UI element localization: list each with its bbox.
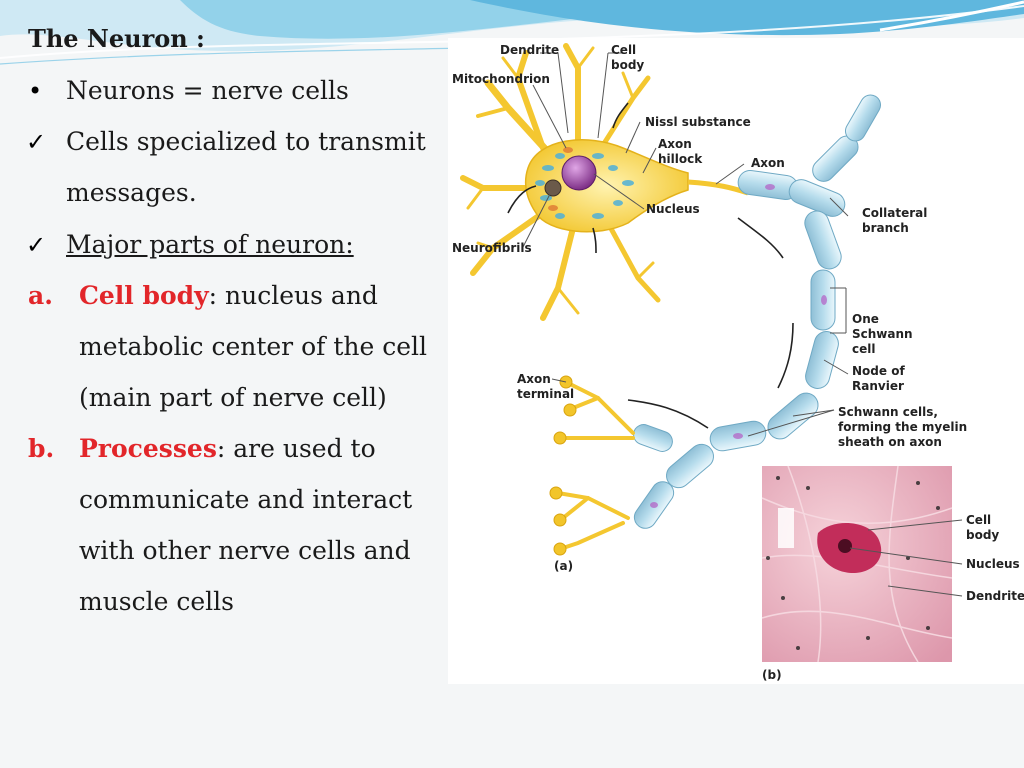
label-schwann-1: One (852, 312, 879, 326)
item-a-line1: Cell body: nucleus and (79, 281, 378, 311)
item-b-line4: muscle cells (79, 587, 234, 616)
check-major-parts: Major parts of neuron: (66, 230, 354, 259)
label-axon-terminal-2: terminal (517, 387, 574, 401)
item-b-line3: with other nerve cells and (79, 536, 411, 565)
label-myelin-1: Schwann cells, (838, 405, 938, 419)
label-panel-a: (a) (554, 559, 573, 573)
slide-title: The Neuron : (28, 24, 205, 53)
neuron-figure: Dendrite Cell body Mitochondrion Nissl s… (448, 38, 1024, 684)
item-b-marker: b. (28, 434, 55, 463)
checkmark-icon: ✓ (26, 128, 47, 156)
item-a-line2: metabolic center of the cell (79, 332, 428, 361)
label-cell-body-2: body (611, 58, 644, 72)
label-nucleus: Nucleus (646, 202, 700, 216)
label-cell-body-1: Cell (611, 43, 636, 57)
label-photo-dendrite: Dendrite (966, 589, 1024, 603)
item-a-line3: (main part of nerve cell) (79, 383, 387, 412)
bullet-neurons: Neurons = nerve cells (66, 76, 349, 105)
background-waves (0, 0, 1024, 65)
leader-lines (522, 52, 963, 597)
label-axon-hillock-2: hillock (658, 152, 703, 166)
check-cells-specialized: Cells specialized to transmit (66, 127, 426, 156)
label-myelin-2: forming the myelin (838, 420, 967, 434)
diagram-labels: Dendrite Cell body Mitochondrion Nissl s… (452, 43, 1024, 682)
item-b-rest: : are used to (216, 434, 376, 463)
flow-arrows (507, 102, 794, 429)
label-dendrite: Dendrite (500, 43, 559, 57)
label-panel-b: (b) (762, 668, 782, 682)
label-nissl: Nissl substance (645, 115, 751, 129)
photomicrograph (761, 465, 953, 663)
label-photo-cell-body-2: body (966, 528, 999, 542)
neurofibril-dot (544, 179, 562, 197)
label-ranvier-1: Node of (852, 364, 905, 378)
label-mitochondrion: Mitochondrion (452, 72, 550, 86)
checkmark-icon: ✓ (26, 231, 47, 259)
label-axon-hillock-1: Axon (658, 137, 692, 151)
label-axon-terminal-1: Axon (517, 372, 551, 386)
check-cells-specialized-cont: messages. (66, 178, 197, 207)
item-a-marker: a. (28, 281, 53, 310)
item-b-line1: Processes: are used to (79, 434, 376, 464)
item-b-term: Processes (79, 434, 217, 463)
nissl-bodies (535, 153, 634, 219)
item-a-term: Cell body (79, 281, 209, 310)
label-collateral-2: branch (862, 221, 909, 235)
label-axon: Axon (751, 156, 785, 170)
bullet-icon: • (28, 77, 43, 105)
label-collateral-1: Collateral (862, 206, 927, 220)
dendrites (460, 43, 661, 321)
item-b-line2: communicate and interact (79, 485, 413, 514)
item-a-rest: : nucleus and (208, 281, 378, 310)
label-neurofibrils: Neurofibrils (452, 241, 532, 255)
label-ranvier-2: Ranvier (852, 379, 904, 393)
neuron-diagram: Dendrite Cell body Mitochondrion Nissl s… (452, 43, 1024, 682)
label-schwann-2: Schwann (852, 327, 913, 341)
label-myelin-3: sheath on axon (838, 435, 942, 449)
nucleus-shape (561, 155, 597, 191)
label-photo-cell-body-1: Cell (966, 513, 991, 527)
label-photo-nucleus: Nucleus (966, 557, 1020, 571)
label-schwann-3: cell (852, 342, 875, 356)
mitochondria (548, 147, 573, 211)
